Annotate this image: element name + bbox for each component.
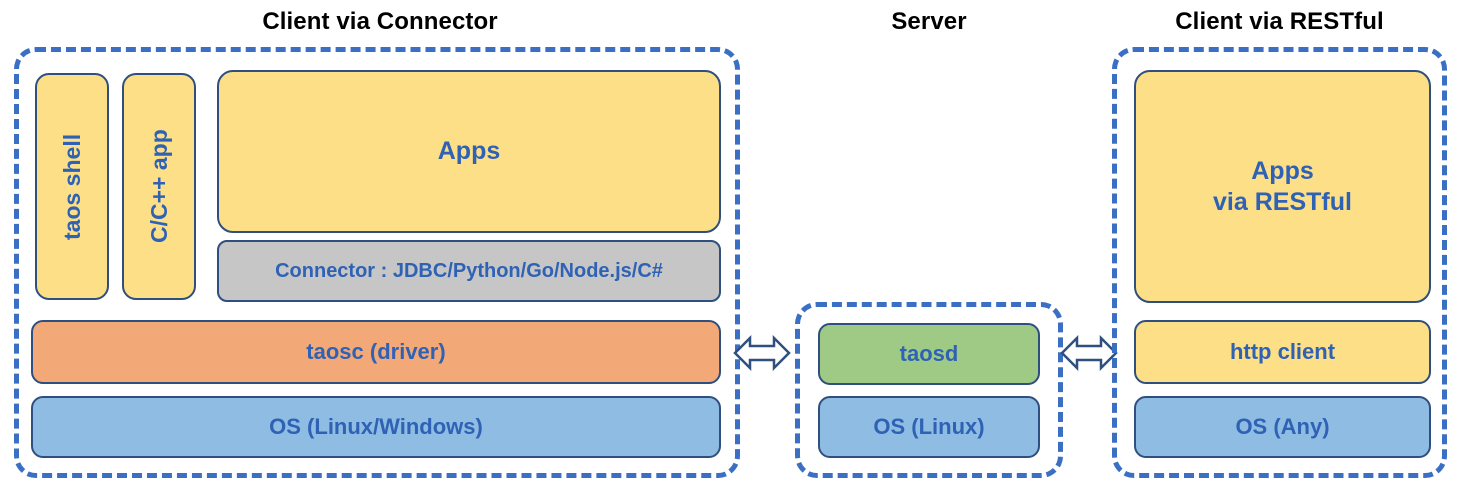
box-taosd[interactable]: taosd <box>818 323 1040 385</box>
box-os-server[interactable]: OS (Linux) <box>818 396 1040 458</box>
box-taosc-driver[interactable]: taosc (driver) <box>31 320 721 384</box>
box-apps-connector[interactable]: Apps <box>217 70 721 233</box>
box-taos-shell[interactable]: taos shell <box>35 73 109 300</box>
double-headed-arrow-left <box>733 331 791 375</box>
box-apps-via-restful-line1: Apps <box>1251 157 1314 185</box>
box-connector-list[interactable]: Connector : JDBC/Python/Go/Node.js/C# <box>217 240 721 302</box>
box-os-client-restful[interactable]: OS (Any) <box>1134 396 1431 458</box>
panel-client-connector <box>14 47 740 478</box>
panel-title-server: Server <box>891 8 967 35</box>
panel-client-restful <box>1112 47 1447 478</box>
box-apps-via-restful-line2: via RESTful <box>1213 187 1352 216</box>
panel-server <box>795 302 1063 478</box>
box-c-cpp-app[interactable]: C/C++ app <box>122 73 196 300</box>
box-apps-via-restful[interactable]: Apps via RESTful <box>1134 70 1431 303</box>
panel-title-client-restful: Client via RESTful <box>1175 8 1384 35</box>
box-http-client[interactable]: http client <box>1134 320 1431 384</box>
panel-title-client-connector: Client via Connector <box>262 8 498 35</box>
box-os-client-connector[interactable]: OS (Linux/Windows) <box>31 396 721 458</box>
double-headed-arrow-right <box>1060 331 1118 375</box>
